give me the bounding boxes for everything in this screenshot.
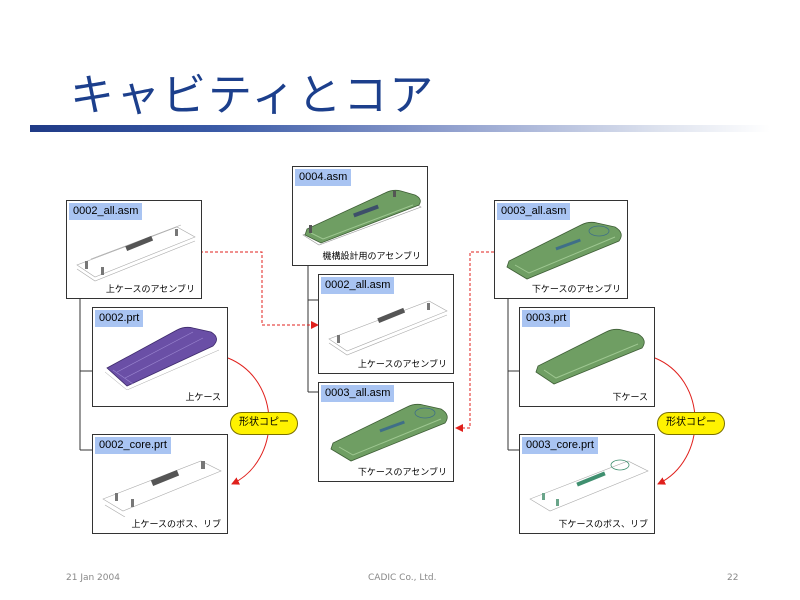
card-caption: 下ケースのアセンブリ xyxy=(531,285,621,295)
title-underline xyxy=(30,125,770,132)
green-assembly-model xyxy=(302,189,422,246)
dashed-link-left xyxy=(200,251,319,329)
shape-copy-label-left: 形状コピー xyxy=(230,412,298,435)
wireframe-assembly-model xyxy=(76,224,196,282)
card-header: 0002_core.prt xyxy=(95,437,171,454)
card-caption: 上ケース xyxy=(185,393,221,403)
footer-company: CADIC Co., Ltd. xyxy=(368,573,437,583)
card-header: 0002_all.asm xyxy=(69,203,143,220)
green-part-model xyxy=(535,328,645,385)
wireframe-assembly-model xyxy=(328,300,448,356)
card-header: 0004.asm xyxy=(295,169,352,186)
card-0004-asm[interactable]: 0004.asm 機構設計用のアセンブリ xyxy=(292,166,428,266)
card-0003-prt[interactable]: 0003.prt 下ケース xyxy=(519,307,655,407)
card-0003-core-prt[interactable]: 0003_core.prt 下ケースのボス、リブ xyxy=(519,434,655,534)
card-0002-core-prt[interactable]: 0002_core.prt 上ケースのボス、リブ xyxy=(92,434,228,534)
page-number: 22 xyxy=(727,573,739,583)
green-assembly-model xyxy=(330,403,448,462)
card-header: 0002.prt xyxy=(95,310,144,327)
shape-copy-label-right: 形状コピー xyxy=(657,412,725,435)
card-caption: 上ケースのボス、リブ xyxy=(131,520,221,530)
card-header: 0003_all.asm xyxy=(321,385,395,402)
card-header: 0003_core.prt xyxy=(522,437,598,454)
card-header: 0002_all.asm xyxy=(321,277,395,294)
card-0002-all-asm-left[interactable]: 0002_all.asm 上ケースのアセンブリ xyxy=(66,200,202,299)
green-assembly-model xyxy=(506,221,622,280)
slide-title: キャビティとコア xyxy=(70,70,436,121)
card-header: 0003.prt xyxy=(522,310,571,327)
tree-line-left xyxy=(79,299,92,451)
card-caption: 下ケース xyxy=(612,393,648,403)
card-0002-all-asm-center[interactable]: 0002_all.asm 上ケースのアセンブリ xyxy=(318,274,454,374)
card-caption: 機構設計用のアセンブリ xyxy=(322,252,421,262)
card-caption: 下ケースのアセンブリ xyxy=(357,468,447,478)
card-header: 0003_all.asm xyxy=(497,203,571,220)
dashed-link-right xyxy=(455,251,494,432)
card-caption: 上ケースのアセンブリ xyxy=(357,360,447,370)
card-0003-all-asm-right[interactable]: 0003_all.asm 下ケースのアセンブリ xyxy=(494,200,628,299)
core-wireframe-model xyxy=(102,460,222,517)
tree-line-center xyxy=(307,266,318,393)
tree-line-right xyxy=(507,299,519,451)
card-caption: 下ケースのボス、リブ xyxy=(558,520,648,530)
card-0002-prt[interactable]: 0002.prt 上ケース xyxy=(92,307,228,407)
core-wireframe-model xyxy=(529,459,649,512)
card-caption: 上ケースのアセンブリ xyxy=(105,285,195,295)
footer-date: 21 Jan 2004 xyxy=(66,573,120,583)
purple-part-model xyxy=(104,326,220,390)
card-0003-all-asm-center[interactable]: 0003_all.asm 下ケースのアセンブリ xyxy=(318,382,454,482)
